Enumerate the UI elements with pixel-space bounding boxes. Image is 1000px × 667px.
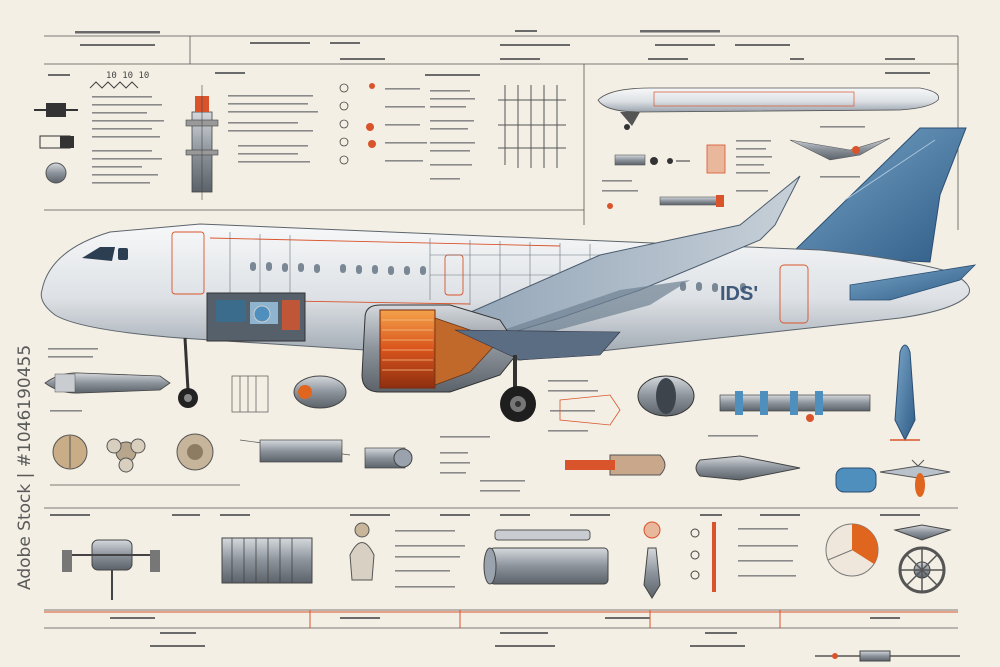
top-right-components [597,87,939,209]
stock-watermark-id: Adobe Stock | #1046190455 [15,345,35,590]
fuselage-lettering: IDS' [720,283,758,305]
parts-list-top [339,83,566,180]
header-text-blocks [48,30,930,76]
top-left-components: 10 10 10 [34,71,318,200]
landing-gear [178,337,536,422]
right-middle-components [548,344,951,497]
svg-text:10 10 10: 10 10 10 [106,71,149,81]
bottom-components [50,514,952,600]
left-middle-components [44,348,525,492]
main-aircraft: IDS' [40,127,977,422]
frame-lines [44,35,959,629]
footer-marks [44,610,960,662]
main-engine [361,304,621,393]
